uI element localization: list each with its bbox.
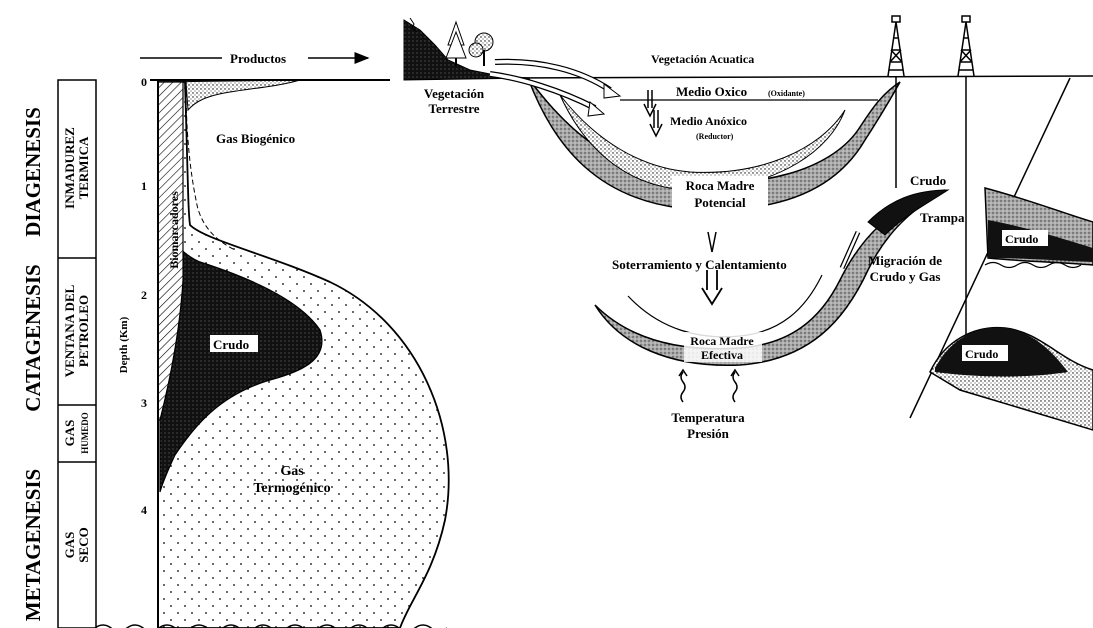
vegetacion-terrestre-line2: Terrestre [428, 101, 479, 116]
zone-inmadurez-line1: INMADUREZ [62, 127, 77, 209]
reductor: (Reductor) [696, 132, 734, 141]
products-column [150, 80, 449, 628]
stage-catagenesis: CATAGENESIS [21, 264, 45, 411]
terrestrial-vegetation-icon [404, 18, 530, 80]
crudo-top: Crudo [910, 173, 946, 188]
zone-inmadurez-line2: TERMICA [76, 136, 91, 199]
temperatura: Temperatura [671, 410, 745, 425]
depth-tick-4: 4 [141, 503, 147, 517]
crudo-label: Crudo [213, 337, 249, 352]
roca-efectiva-line1: Roca Madre [690, 334, 754, 348]
depth-axis-title: Depth (Km) [118, 316, 130, 373]
stage-diagenesis: DIAGENESIS [21, 107, 45, 237]
migracion-line1: Migración de [868, 253, 942, 268]
vegetacion-acuatica: Vegetación Acuatica [651, 52, 754, 66]
oil-derrick-icon-2 [958, 16, 974, 338]
zone-gas-seco-line1: GAS [62, 532, 77, 559]
gas-termogenico-line2: Termogénico [253, 481, 330, 496]
zone-gas-seco-line2: SECO [76, 527, 91, 562]
roca-potencial-line1: Roca Madre [686, 178, 755, 193]
presion: Presión [687, 426, 729, 441]
medio-anoxico: Medio Anóxico [670, 114, 747, 128]
vegetacion-terrestre-line1: Vegetación [424, 86, 485, 101]
trampa: Trampa [920, 210, 965, 225]
depth-tick-2: 2 [141, 288, 147, 302]
gas-biogenico-label: Gas Biogénico [216, 131, 295, 146]
stage-metagenesis: METAGENESIS [21, 469, 45, 622]
biomarcadores-label: Biomarcadores [167, 191, 181, 269]
soterramiento: Soterramiento y Calentamiento [612, 257, 787, 272]
roca-potencial-line2: Potencial [694, 195, 746, 210]
depth-tick-3: 3 [141, 396, 147, 410]
oxidante: (Oxidante) [768, 89, 805, 98]
zone-ventana-line2: PETROLEO [76, 295, 91, 367]
roca-efectiva-line2: Efectiva [701, 348, 743, 362]
medio-oxico: Medio Oxico [676, 84, 747, 99]
depth-tick-0: 0 [141, 75, 147, 89]
depth-tick-1: 1 [141, 179, 147, 193]
gas-termogenico-line1: Gas [280, 464, 304, 479]
zone-gas-humedo-line2: HUMEDO [80, 412, 90, 454]
zone-gas-humedo-line1: GAS [62, 420, 77, 447]
oil-derrick-icon-1 [888, 16, 904, 188]
crudo-fault-upper: Crudo [1005, 232, 1038, 246]
crudo-fault-lower: Crudo [965, 347, 998, 361]
migracion-line2: Crudo y Gas [870, 269, 941, 284]
zone-ventana-line1: VENTANA DEL [62, 284, 77, 377]
productos-label: Productos [230, 51, 286, 66]
